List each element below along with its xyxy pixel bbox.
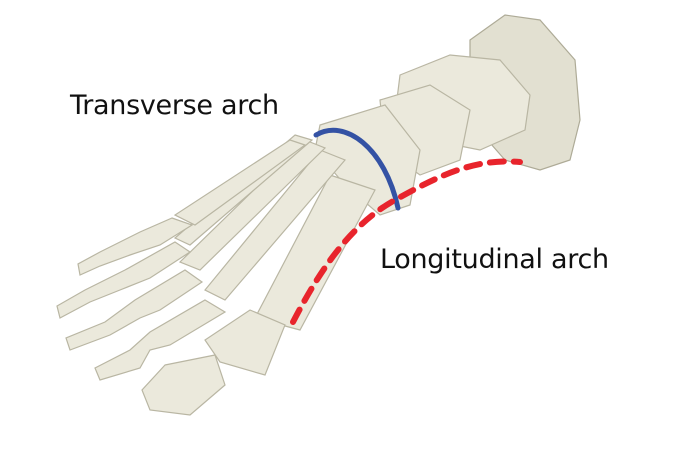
longitudinal-arch-line (290, 158, 523, 325)
hallux-proximal-phalanx (204, 309, 286, 376)
hallux-distal-phalanx (141, 354, 226, 416)
metatarsal-3 (178, 139, 327, 271)
toe-2-phalanges (94, 299, 227, 381)
toe-5-phalanges (77, 217, 194, 276)
metatarsal-2 (204, 149, 347, 301)
toe-3-phalanges (65, 269, 204, 351)
toe-4-phalanges (56, 241, 192, 319)
transverse-arch-label: Transverse arch (70, 90, 279, 121)
metatarsal-5 (173, 139, 307, 226)
transverse-arch-line (313, 127, 401, 211)
metatarsal-1 (254, 174, 376, 331)
longitudinal-arch-label: Longitudinal arch (380, 244, 609, 275)
